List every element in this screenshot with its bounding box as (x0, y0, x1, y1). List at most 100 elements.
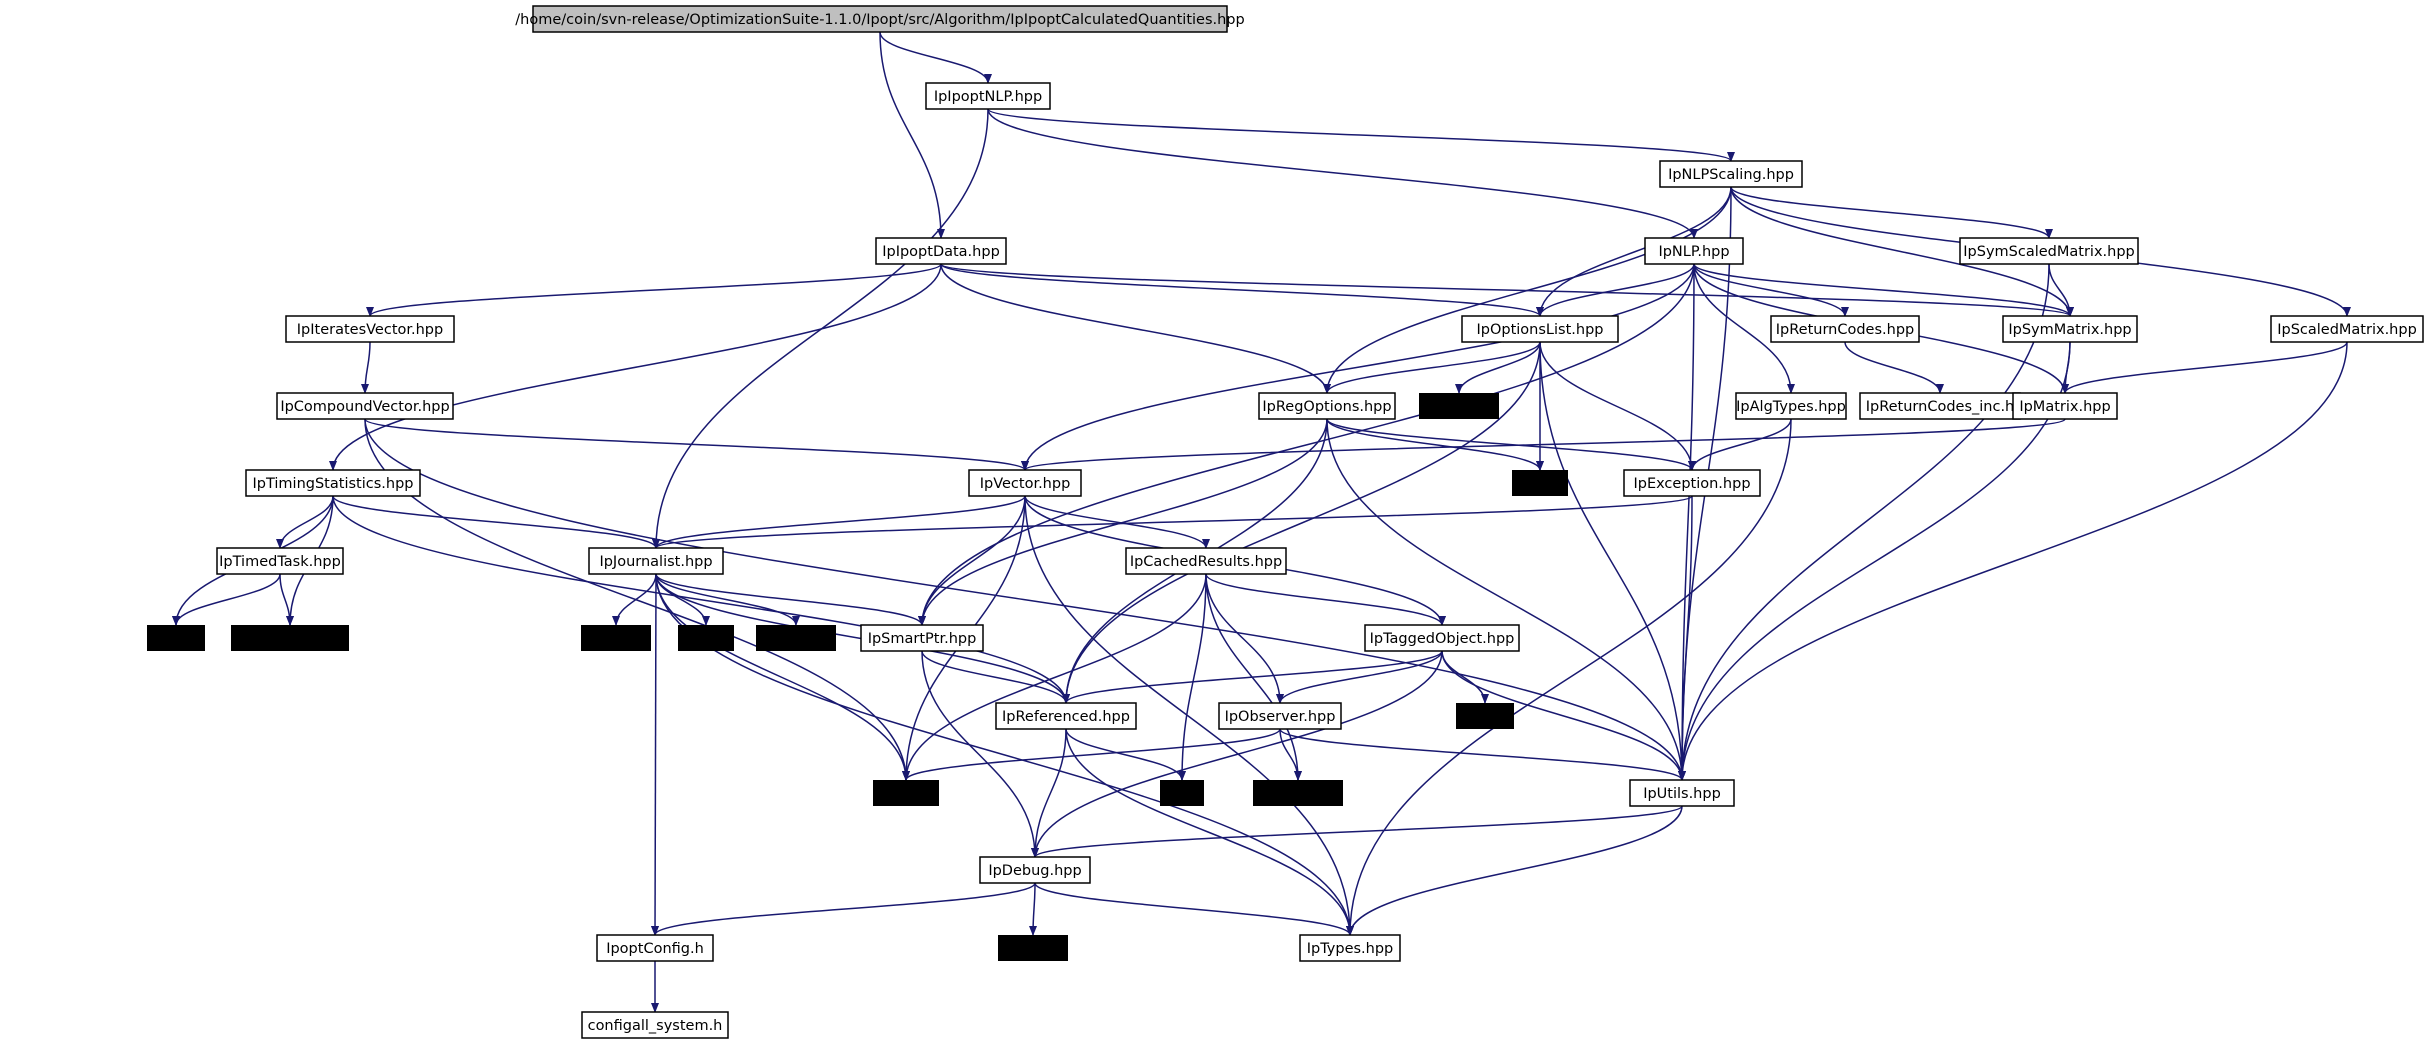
node-returncodes[interactable]: IpReturnCodes.hpp (1770, 315, 1920, 343)
node-string-label: string (685, 631, 727, 647)
edge-optionslist-to-regoptions (1323, 341, 1541, 394)
edge-scaledmatrix-to-matrix (2061, 341, 2348, 394)
node-ipoptconfig[interactable]: IpoptConfig.h (596, 934, 714, 962)
node-iostream-label: iostream (1427, 399, 1491, 415)
edge-algtypes-to-exception (1688, 418, 1792, 471)
node-taggedobject[interactable]: IpTaggedObject.hpp (1364, 624, 1520, 652)
node-cassert: cassert (998, 935, 1068, 961)
node-ostream-label: ostream (766, 631, 826, 647)
edge-vector-to-smartptr (918, 495, 1026, 626)
node-matrix[interactable]: IpMatrix.hpp (2012, 392, 2118, 420)
node-symmatrix[interactable]: IpSymMatrix.hpp (2002, 315, 2138, 343)
node-matrix-box (2012, 392, 2118, 420)
node-journalist-label: IpJournalist.hpp (599, 554, 712, 570)
node-nlpscaling-box (1659, 160, 1803, 188)
node-vectorstd: vector (873, 780, 939, 806)
node-ipoptnlp[interactable]: IpIpoptNLP.hpp (925, 82, 1051, 110)
node-vector-box (968, 469, 1082, 497)
edge-iterates-to-compound (361, 341, 371, 394)
edge-cachedresults-to-vectorstd (902, 573, 1207, 781)
edge-timingstats-to-journalist (332, 495, 660, 549)
node-iostream: iostream (1419, 393, 1499, 419)
node-nlp-box (1644, 237, 1744, 265)
node-ipoptnlp-box (925, 82, 1051, 110)
node-optionslist[interactable]: IpOptionsList.hpp (1461, 315, 1619, 343)
node-types-box (1299, 934, 1401, 962)
node-compound[interactable]: IpCompoundVector.hpp (276, 392, 454, 420)
node-referenced[interactable]: IpReferenced.hpp (995, 702, 1137, 730)
node-root-label: /home/coin/svn-release/OptimizationSuite… (515, 12, 1244, 28)
edge-journalist-to-cstdarg (612, 573, 657, 626)
edge-ipoptnlp-to-nlp (987, 108, 1698, 239)
node-iterates[interactable]: IpIteratesVector.hpp (285, 315, 455, 343)
node-taggedobject-label: IpTaggedObject.hpp (1370, 631, 1515, 647)
edge-debug-to-types (1034, 882, 1354, 936)
node-returncodes_inc[interactable]: IpReturnCodes_inc.h (1859, 392, 2021, 420)
node-algtypes[interactable]: IpAlgTypes.hpp (1735, 392, 1847, 420)
node-returncodes-label: IpReturnCodes.hpp (1776, 322, 1914, 338)
node-sysresource-label: sys/resource.h (237, 631, 342, 647)
node-root[interactable]: /home/coin/svn-release/OptimizationSuite… (515, 5, 1245, 33)
node-smartptr[interactable]: IpSmartPtr.hpp (860, 624, 984, 652)
node-journalist[interactable]: IpJournalist.hpp (588, 547, 724, 575)
node-vector[interactable]: IpVector.hpp (968, 469, 1082, 497)
node-symscaled[interactable]: IpSymScaledMatrix.hpp (1959, 237, 2139, 265)
edge-ipoptnlp-to-nlpscaling (987, 108, 1735, 162)
node-vectorstd-label: vector (883, 786, 929, 802)
node-sysresource-box (231, 625, 349, 651)
node-scaledmatrix[interactable]: IpScaledMatrix.hpp (2270, 315, 2424, 343)
node-ipoptconfig-label: IpoptConfig.h (606, 941, 704, 957)
node-regoptions-box (1258, 392, 1396, 420)
node-configall[interactable]: configall_system.h (581, 1011, 729, 1039)
edge-nlp-to-algtypes (1693, 263, 1795, 394)
edge-matrix-to-vector (1021, 418, 2066, 471)
node-ctime: ctime (147, 625, 205, 651)
node-referenced-label: IpReferenced.hpp (1002, 709, 1130, 725)
node-timedtask[interactable]: IpTimedTask.hpp (216, 547, 344, 575)
node-types[interactable]: IpTypes.hpp (1299, 934, 1401, 962)
edge-vector-to-cachedresults (1024, 495, 1210, 549)
node-timingstats[interactable]: IpTimingStatistics.hpp (245, 469, 421, 497)
node-nlpscaling-label: IpNLPScaling.hpp (1668, 167, 1794, 183)
node-utils-label: IpUtils.hpp (1643, 786, 1721, 802)
edge-journalist-to-ostream (655, 573, 800, 626)
edge-root-to-ipoptdata (879, 31, 945, 239)
node-exception[interactable]: IpException.hpp (1623, 469, 1761, 497)
node-symscaled-box (1959, 237, 2139, 265)
node-vectorstd-box (873, 780, 939, 806)
node-ipoptdata[interactable]: IpIpoptData.hpp (875, 237, 1007, 265)
node-timedtask-label: IpTimedTask.hpp (219, 554, 341, 570)
node-iterates-label: IpIteratesVector.hpp (297, 322, 443, 338)
edge-observer-to-utils (1279, 728, 1686, 781)
node-ctime-box (147, 625, 205, 651)
node-observer[interactable]: IpObserver.hpp (1218, 702, 1342, 730)
edge-algtypes-to-types (1346, 418, 1792, 936)
edge-nlp-to-utils (1678, 263, 1695, 781)
edge-timingstats-to-referenced (332, 495, 1070, 704)
node-debug[interactable]: IpDebug.hpp (979, 856, 1091, 884)
node-symmatrix-box (2002, 315, 2138, 343)
node-iterates-box (285, 315, 455, 343)
node-cachedresults[interactable]: IpCachedResults.hpp (1125, 547, 1287, 575)
edge-nlp-to-vector (1021, 263, 1695, 471)
node-types-label: IpTypes.hpp (1307, 941, 1394, 957)
node-ipoptdata-label: IpIpoptData.hpp (882, 244, 1000, 260)
node-compound-label: IpCompoundVector.hpp (280, 399, 449, 415)
edge-exception-to-utils (1678, 495, 1693, 781)
edge-regoptions-to-smartptr (918, 418, 1328, 626)
node-referenced-box (995, 702, 1137, 730)
node-nlp[interactable]: IpNLP.hpp (1644, 237, 1744, 265)
node-scaledmatrix-box (2270, 315, 2424, 343)
node-regoptions[interactable]: IpRegOptions.hpp (1258, 392, 1396, 420)
edge-journalist-to-vectorstd (655, 573, 910, 781)
node-nlpscaling[interactable]: IpNLPScaling.hpp (1659, 160, 1803, 188)
node-configall-box (581, 1011, 729, 1039)
edge-ipoptdata-to-timingstats (329, 263, 942, 471)
edge-taggedobject-to-observer (1276, 650, 1443, 704)
node-configall-label: configall_system.h (588, 1018, 723, 1034)
edge-journalist-to-ipoptconfig (651, 573, 660, 936)
node-symscaled-label: IpSymScaledMatrix.hpp (1963, 244, 2134, 260)
edge-observer-to-vectorstd (902, 728, 1281, 781)
node-utils[interactable]: IpUtils.hpp (1629, 779, 1735, 807)
